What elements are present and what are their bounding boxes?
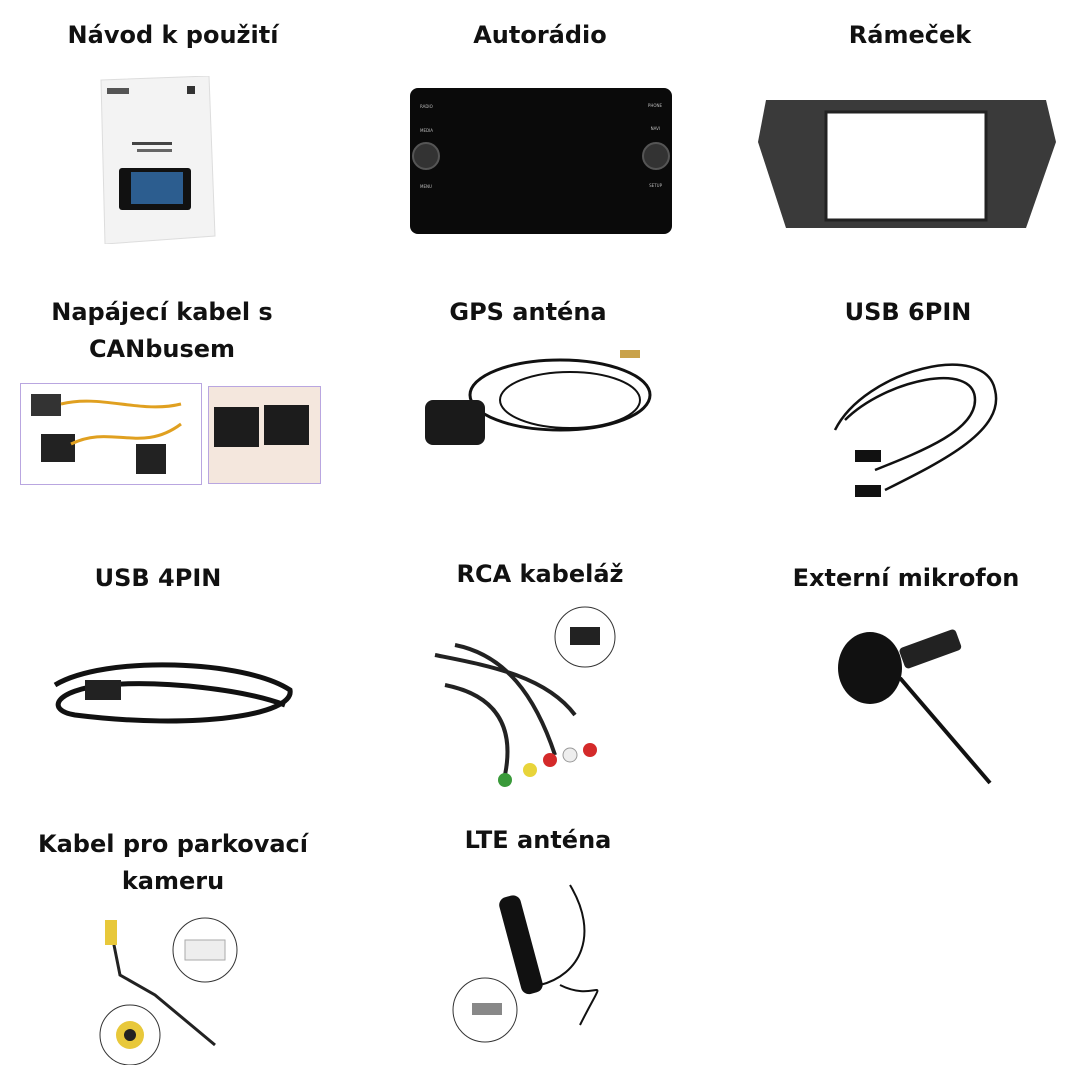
item-title-power-cable: Napájecí kabel s CANbusem bbox=[51, 298, 273, 363]
item-title-radio: Autorádio bbox=[473, 21, 607, 49]
radio-image: RADIO MEDIA MENU PHONE NAVI SETUP bbox=[410, 88, 672, 234]
radio-button-media: MEDIA bbox=[420, 128, 433, 133]
radio-button-menu: MENU bbox=[420, 184, 432, 189]
radio-button-radio: RADIO bbox=[420, 104, 433, 109]
radio-button-navi: NAVI bbox=[650, 126, 660, 131]
power-cable-image bbox=[20, 383, 202, 485]
item-title-frame: Rámeček bbox=[848, 21, 972, 49]
power-knob-icon bbox=[412, 142, 440, 170]
lte-antenna-image bbox=[450, 875, 630, 1045]
item-title-gps-antenna: GPS anténa bbox=[449, 298, 607, 326]
usb-6pin-image bbox=[825, 350, 1005, 500]
item-title-usb-6pin: USB 6PIN bbox=[844, 298, 972, 326]
power-cable-hand-image bbox=[208, 386, 321, 484]
item-title-microphone: Externí mikrofon bbox=[792, 564, 1020, 592]
item-title-lte-antenna: LTE anténa bbox=[464, 826, 612, 854]
radio-button-phone: PHONE bbox=[647, 103, 662, 108]
microphone-image bbox=[830, 618, 1000, 788]
item-title-manual: Návod k použití bbox=[67, 21, 279, 49]
rca-harness-image bbox=[425, 605, 635, 800]
camera-cable-image bbox=[95, 915, 245, 1065]
item-title-usb-4pin: USB 4PIN bbox=[94, 564, 222, 592]
volume-knob-icon bbox=[642, 142, 670, 170]
frame-image bbox=[756, 92, 1058, 232]
item-title-rca-harness: RCA kabeláž bbox=[456, 560, 624, 588]
usb-4pin-image bbox=[45, 655, 300, 735]
radio-button-setup: SETUP bbox=[649, 183, 662, 188]
gps-antenna-image bbox=[420, 345, 660, 455]
manual-image bbox=[97, 76, 217, 244]
item-title-camera-cable: Kabel pro parkovací kameru bbox=[38, 830, 308, 895]
